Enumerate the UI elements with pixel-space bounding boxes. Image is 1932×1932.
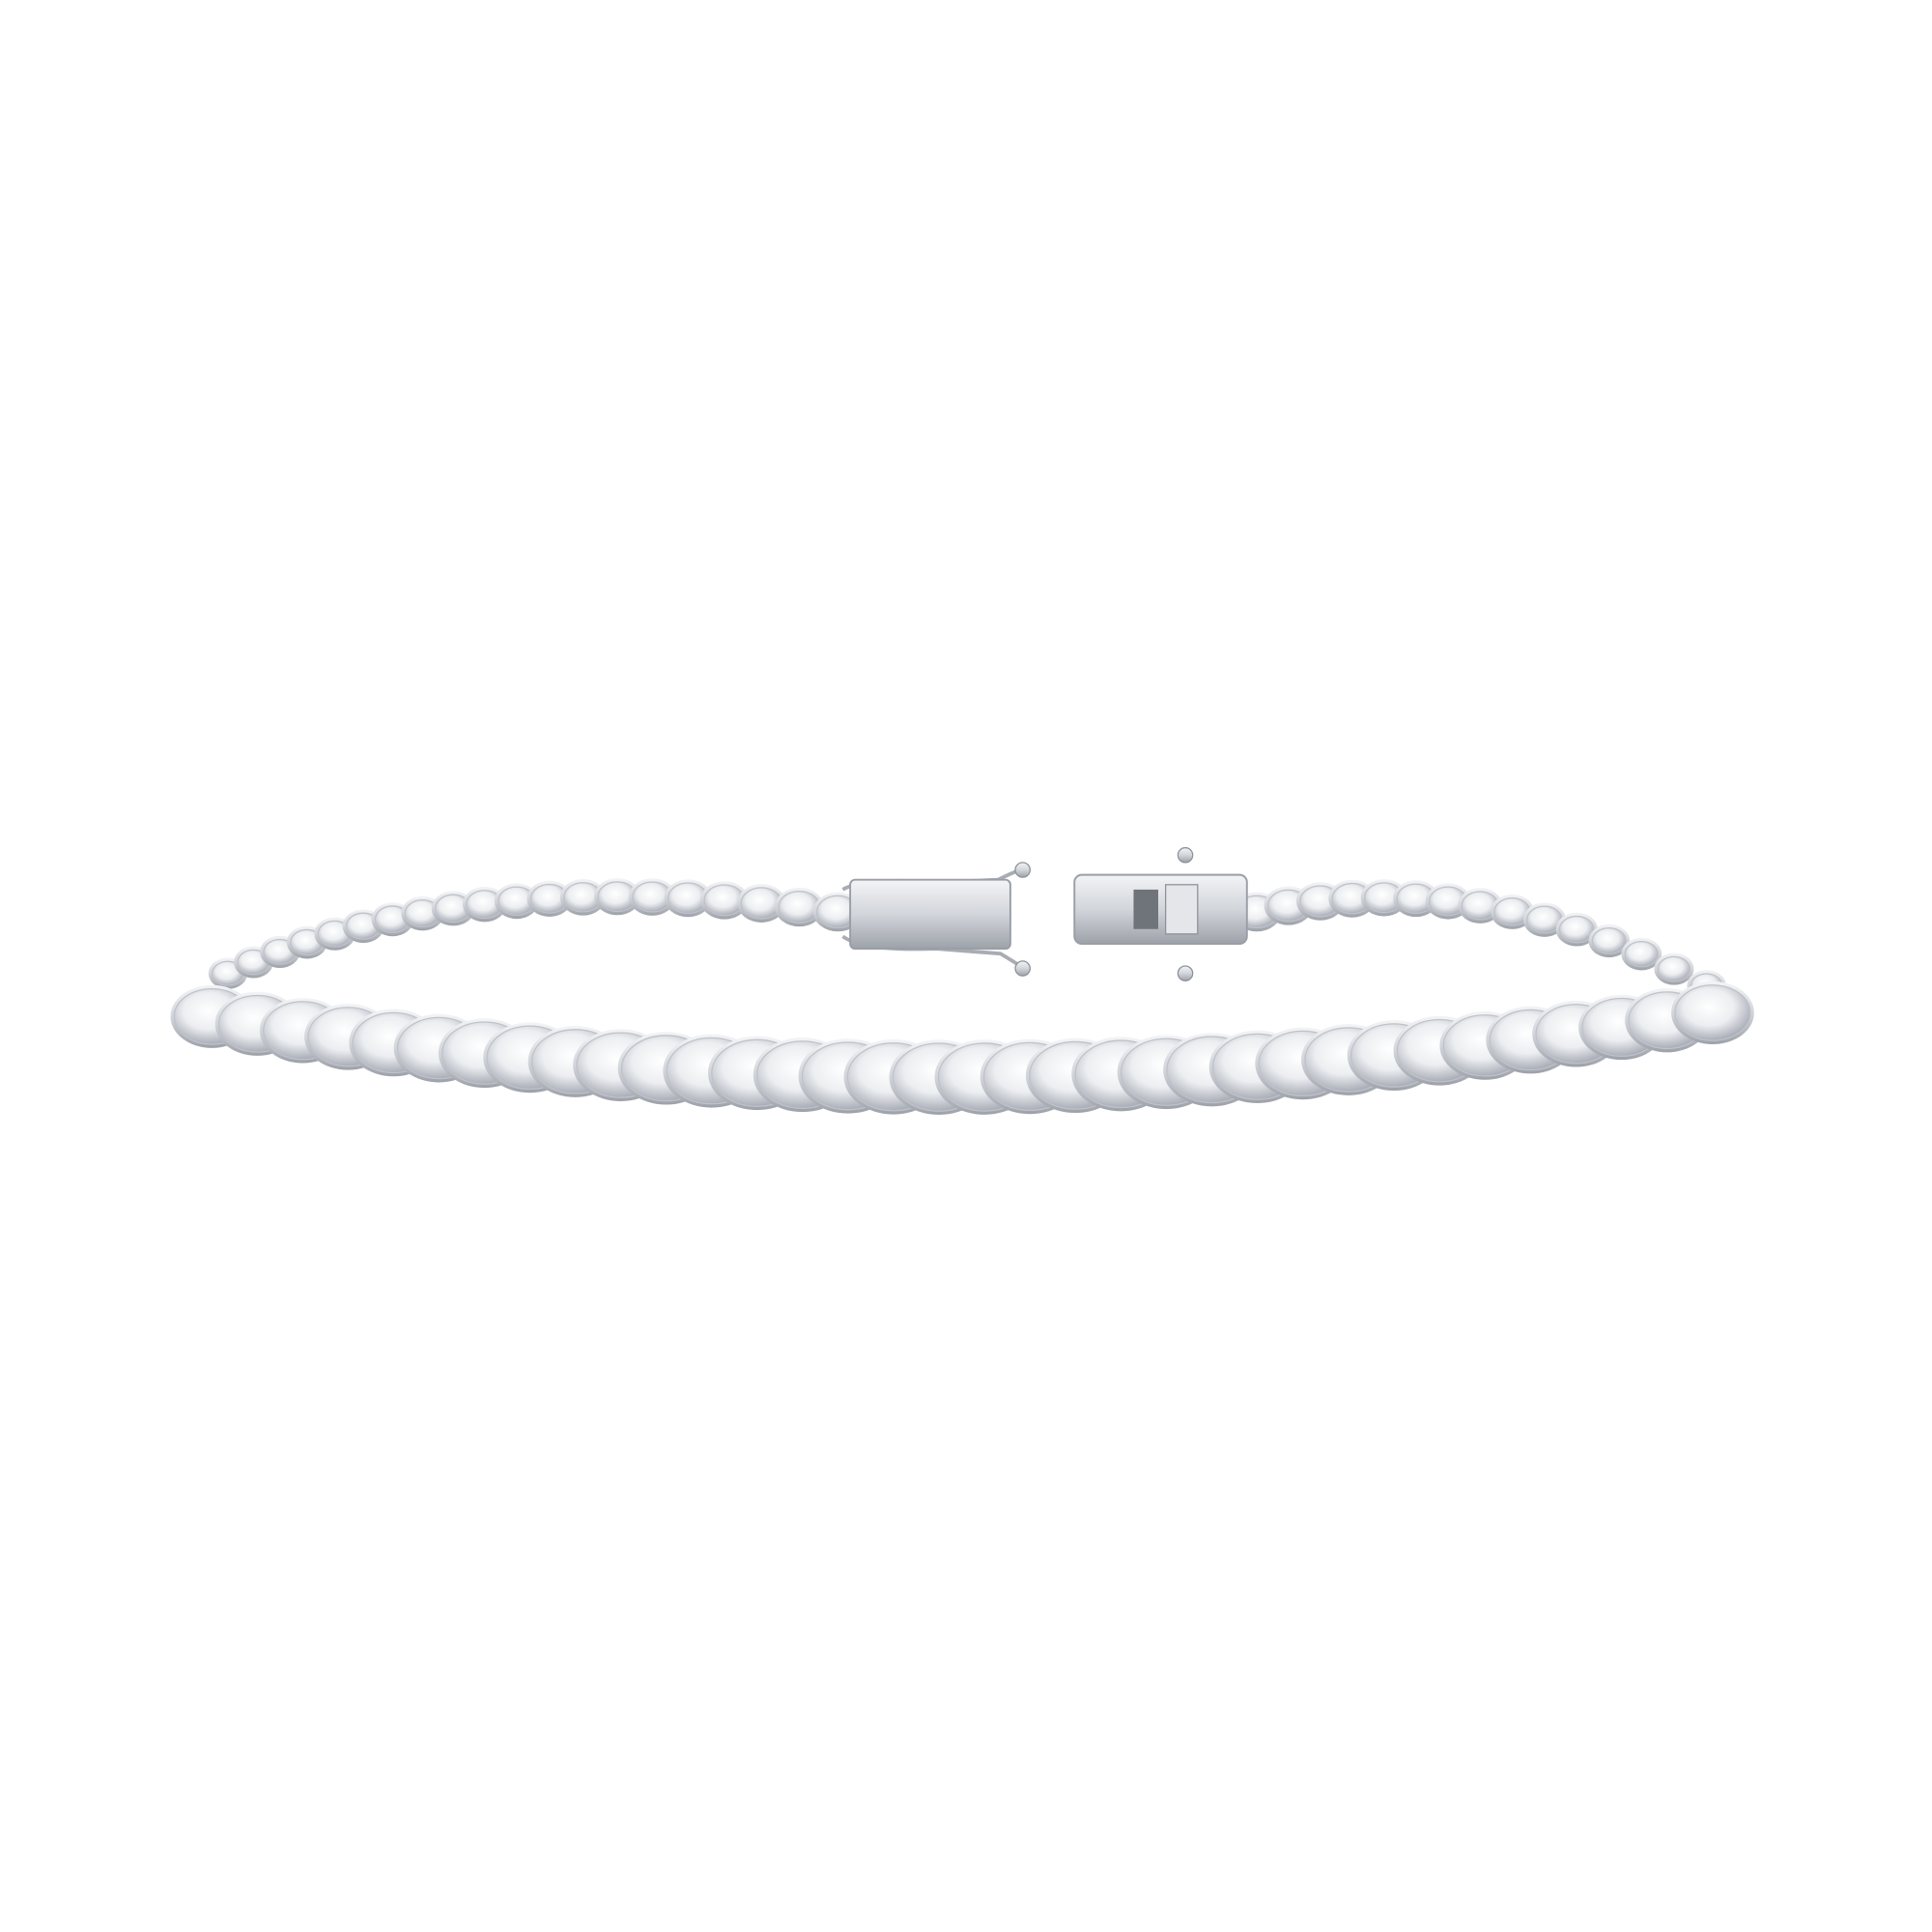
diamond-stone xyxy=(1555,912,1598,947)
diamond-stone xyxy=(1654,952,1694,985)
diamond-stone xyxy=(1522,902,1566,937)
bracelet-front-row xyxy=(170,980,1754,1116)
diamond-stone xyxy=(1360,879,1407,917)
diamond-stone xyxy=(664,879,712,918)
bracelet-back-row xyxy=(208,878,1726,1002)
diamond-stone xyxy=(775,887,824,927)
diamond-stone xyxy=(1588,923,1630,958)
diamond-stone xyxy=(629,878,676,916)
clasp-left xyxy=(841,862,1031,977)
diamond-stone xyxy=(1621,937,1662,971)
diamond-stone xyxy=(1671,980,1754,1044)
clasp-right xyxy=(1073,846,1248,981)
diamond-stone xyxy=(526,880,573,917)
diamond-stone xyxy=(594,878,640,916)
diamond-stone xyxy=(560,878,607,916)
diamond-stone xyxy=(737,884,786,923)
diamond-stone xyxy=(1491,894,1534,929)
diamond-stone xyxy=(700,881,749,920)
